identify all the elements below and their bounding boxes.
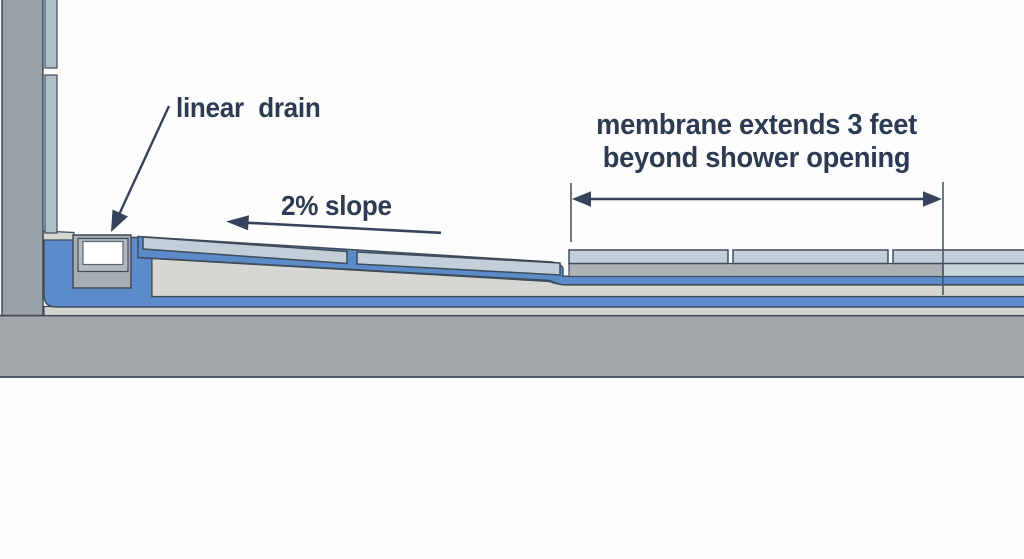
wall-framing [1, 0, 44, 317]
drain-channel [82, 240, 124, 266]
membrane-extent-label-line1: membrane extends 3 feet [596, 109, 917, 141]
concrete-slab [0, 314, 1024, 378]
bathroom-floor-tile [568, 249, 729, 265]
sub-layer-strip [43, 305, 1024, 317]
linear-drain-label: linear drain [176, 92, 321, 123]
arrowhead-left-icon [226, 215, 249, 231]
floor-underlayment [568, 262, 944, 278]
linear-drain-leader-arrow [111, 105, 171, 232]
membrane-extent-label: membrane extends 3 feet beyond shower op… [581, 109, 932, 175]
shower-floor-tile [142, 236, 348, 265]
linear-drain-assembly [72, 234, 132, 289]
slope-arrow [226, 215, 442, 235]
arrowhead-left-icon [572, 191, 591, 207]
wall-tile [44, 0, 58, 69]
shower-floor-tile [356, 251, 561, 276]
slope-label: 2% slope [281, 190, 392, 221]
arrowhead-down-icon [111, 209, 128, 232]
membrane-extent-label-line2: beyond shower opening [602, 142, 911, 174]
wall-tile [44, 74, 58, 234]
floor-underlayment-beyond-membrane [942, 262, 1024, 278]
bathroom-floor-tile [732, 249, 889, 265]
dimension-arrow [572, 191, 942, 207]
arrowhead-right-icon [923, 191, 942, 207]
bathroom-floor-tile [892, 249, 1024, 265]
